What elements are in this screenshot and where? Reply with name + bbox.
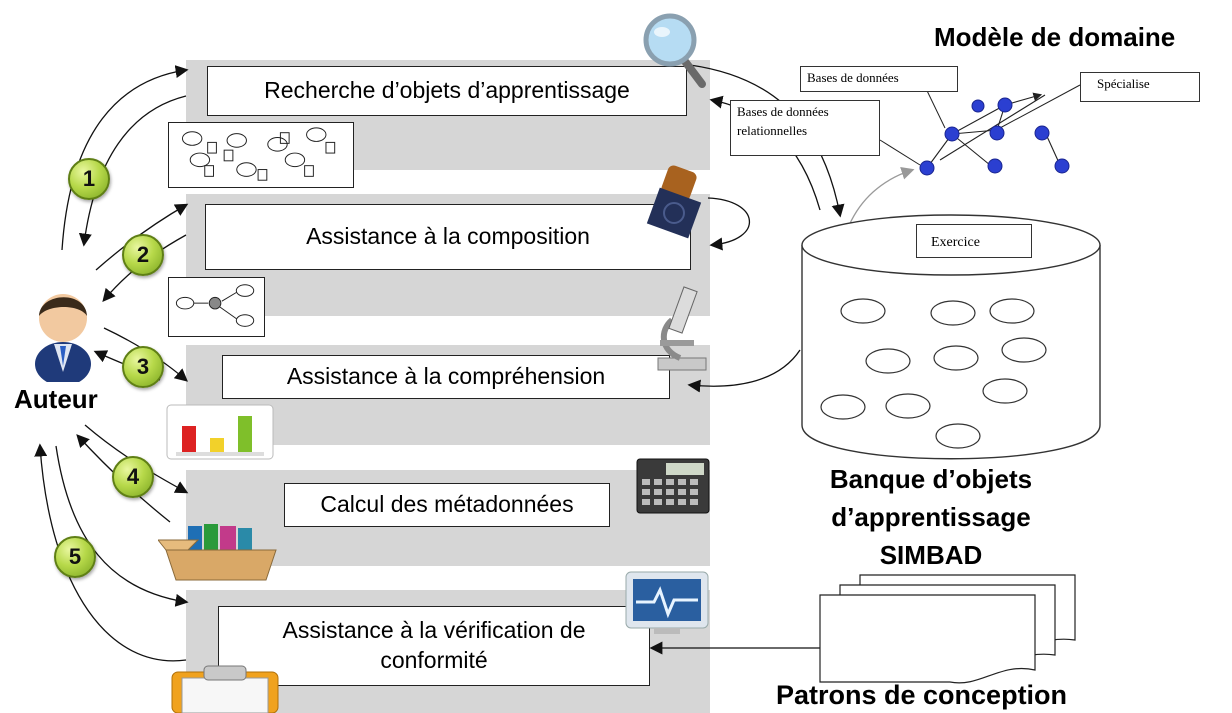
author-avatar-icon [35, 294, 91, 382]
label-specialise: Spécialise [1080, 72, 1200, 102]
domain-graph-nodes [919, 97, 1070, 176]
objects-illustration-icon [168, 122, 354, 188]
bank-object [930, 300, 976, 326]
step-4-badge: 4 [112, 456, 154, 498]
monitor-pulse-icon [625, 571, 709, 634]
bank-object [982, 378, 1028, 404]
patterns-title: Patrons de conception [776, 680, 1068, 710]
calculator-icon [636, 458, 710, 514]
domain-node [987, 158, 1003, 174]
step-3-badge: 3 [122, 346, 164, 388]
step-5-box: Assistance à la vérification de conformi… [218, 606, 650, 686]
microscope-icon [657, 286, 707, 371]
clipboard-icon [171, 665, 279, 713]
bank-title: Banque d’objets d’apprentissage SIMBAD [829, 464, 1033, 570]
bank-object [885, 393, 931, 419]
domain-node [1034, 125, 1050, 141]
domain-node [997, 97, 1013, 113]
pattern-documents [819, 574, 1076, 684]
domain-node [944, 126, 960, 142]
bank-object [935, 423, 981, 449]
step-4-box: Calcul des métadonnées [284, 483, 610, 527]
search-magnifier-icon [643, 13, 706, 88]
step-2-badge: 2 [122, 234, 164, 276]
bank-object [933, 345, 979, 371]
bar-chart-icon [166, 404, 274, 460]
bank-object [820, 394, 866, 420]
domain-node [989, 125, 1005, 141]
bank-object [989, 298, 1035, 324]
books-box-icon [158, 524, 277, 581]
domain-node [1054, 158, 1070, 174]
step-1-box: Recherche d’objets d’apprentissage [207, 66, 687, 116]
domain-node [971, 99, 985, 113]
author-step-arrows [34, 65, 189, 662]
bank-objects [820, 298, 1047, 449]
label-bases-relationnelles: Bases de données relationnelles [730, 100, 880, 156]
composition-illustration-icon [168, 277, 265, 337]
stamp-icon [646, 165, 702, 239]
bank-object [840, 298, 886, 324]
domain-model-title: Modèle de domaine [934, 22, 1176, 52]
author-label: Auteur [14, 384, 98, 414]
domain-node [919, 160, 935, 176]
label-exercice: Exercice [916, 224, 1032, 258]
step-2-box: Assistance à la composition [205, 204, 691, 270]
step-1-badge: 1 [68, 158, 110, 200]
label-bases-de-donnees: Bases de données [800, 66, 958, 92]
bank-object [1001, 337, 1047, 363]
bank-object [865, 348, 911, 374]
step-3-box: Assistance à la compréhension [222, 355, 670, 399]
step-5-badge: 5 [54, 536, 96, 578]
